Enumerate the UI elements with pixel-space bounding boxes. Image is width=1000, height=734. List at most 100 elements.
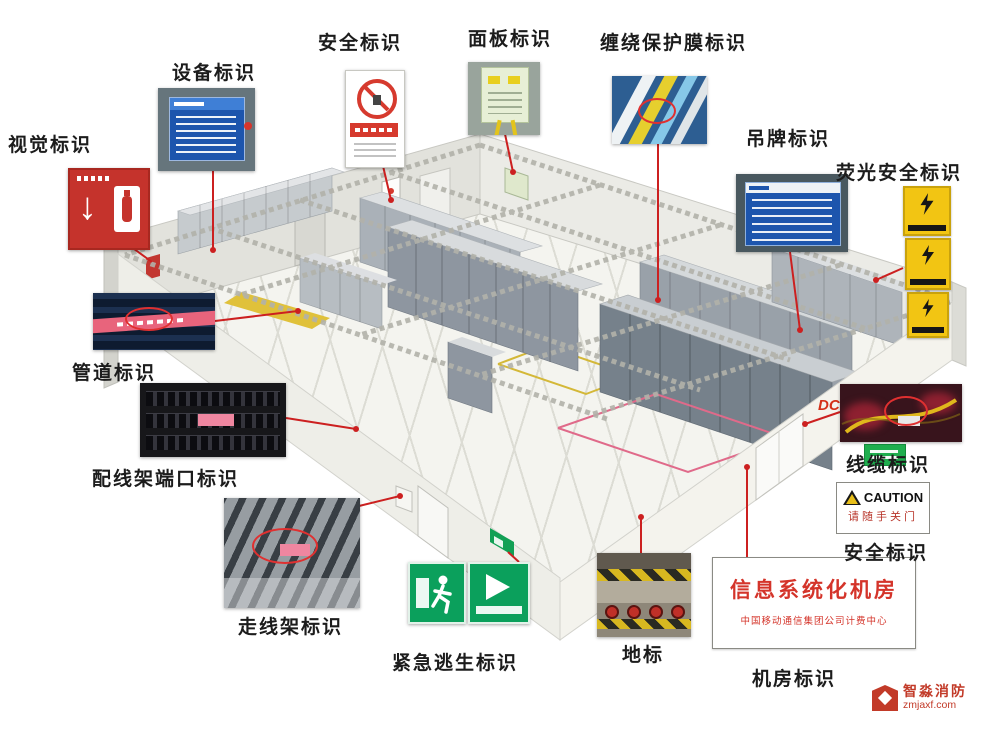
electric-warning-sign [907, 292, 949, 338]
tag-plaque [745, 182, 841, 246]
dc-logo-text: DC [818, 397, 841, 414]
front-left-wall [117, 253, 561, 641]
plaque-header [746, 183, 840, 193]
brand-name: 智淼消防 [903, 683, 967, 699]
red-highlight-ring [252, 528, 318, 564]
label-floor-marker: 地标 [622, 645, 665, 666]
label-visual: 视觉标识 [8, 135, 93, 156]
leader-line-group [129, 133, 904, 563]
white-arrow-icon [486, 574, 510, 600]
red-floor-dot [627, 605, 641, 619]
red-highlight-ring [638, 98, 676, 124]
patch-panel-row [146, 435, 280, 450]
panel-label-chip [488, 76, 500, 84]
red-highlight-ring [125, 307, 173, 331]
tag-sign-photo [736, 174, 848, 252]
brand-site: zmjaxf.com [903, 699, 957, 712]
plaque-logo [174, 102, 204, 106]
electric-warning-sign [903, 186, 951, 236]
red-floor-dot [605, 605, 619, 619]
visual-sign-photo: ↓ [68, 168, 150, 250]
tag-text-line [870, 456, 898, 459]
red-glow [920, 392, 956, 414]
leader-dot-group [210, 169, 879, 520]
panel-text-lines [488, 92, 522, 114]
label-safety-right: 安全标识 [844, 543, 929, 564]
hazard-stripe [597, 569, 691, 581]
sign-text-band [912, 327, 944, 333]
label-wrap-film: 缠绕保护膜标识 [600, 33, 748, 54]
machine-room-sign: 信息系统化机房 中国移动通信集团公司计费中心 [712, 557, 916, 649]
cable-label-photo [840, 384, 962, 442]
hazard-stripe [597, 619, 691, 629]
safety-sign-photo [345, 70, 405, 168]
brand-logo-icon [872, 684, 898, 711]
running-man-icon [416, 575, 452, 614]
plaque-text-lines [176, 116, 236, 154]
label-machine-room: 机房标识 [752, 669, 837, 690]
caution-header: CAUTION [837, 490, 929, 505]
exit-sign-arrow [468, 562, 530, 624]
caution-subtitle: 请随手关门 [848, 511, 918, 523]
panel-label-chip [508, 76, 520, 84]
prohibited-item-glyph [373, 95, 381, 105]
plaque-header [170, 98, 244, 110]
label-safety-top: 安全标识 [318, 33, 403, 54]
fluorescent-signs-strip [903, 186, 953, 338]
warning-triangle-icon [842, 490, 861, 505]
caution-sign: CAUTION 请随手关门 [836, 482, 930, 534]
label-emergency-escape: 紧急逃生标识 [392, 653, 519, 674]
label-panel: 面板标识 [468, 29, 553, 50]
panel-sign-photo [468, 62, 540, 135]
wall-panel-face [481, 67, 529, 123]
patch-panel-photo [140, 383, 286, 457]
sign-text-band [908, 225, 946, 231]
label-fluorescent-safety: 荧光安全标识 [836, 163, 963, 184]
equipment-sign-photo [158, 88, 255, 171]
extinguisher-nozzle [124, 190, 130, 196]
wrap-film-photo [612, 76, 707, 144]
tag-text-line [870, 450, 898, 453]
lightning-icon [922, 298, 934, 318]
watermark: 智淼消防 zmjaxf.com [872, 683, 967, 712]
patch-panel-row [146, 391, 280, 406]
label-pipe: 管道标识 [72, 363, 157, 384]
plaque-text-lines [752, 199, 832, 241]
wall-exit-sign [490, 528, 514, 556]
plaque-logo [749, 186, 769, 190]
red-highlight-ring [884, 396, 928, 426]
band-micro-text [355, 128, 393, 132]
caution-title: CAUTION [863, 490, 924, 505]
label-cable: 线缆标识 [846, 455, 931, 476]
server-rack-single [447, 337, 506, 414]
red-floor-dot [649, 605, 663, 619]
lightning-icon [920, 193, 934, 215]
down-arrow-icon: ↓ [78, 186, 97, 228]
equipment-plaque [169, 97, 245, 161]
green-cable-tag [864, 444, 906, 466]
server-rack-row-backwall [176, 167, 346, 255]
red-glow [844, 402, 886, 430]
pipe-label-photo [93, 293, 215, 350]
floor-marker-photo [597, 553, 691, 637]
red-floor-dot [671, 605, 685, 619]
label-cable-tray: 走线架标识 [238, 617, 344, 638]
exit-sign-running-man [408, 562, 466, 624]
sign-red-band [350, 123, 398, 137]
sign-text-band [910, 279, 946, 285]
prohibition-circle-icon [357, 79, 397, 119]
machine-room-sign-title: 信息系统化机房 [730, 579, 898, 602]
wall-panel [504, 167, 529, 201]
label-patch-panel-port: 配线架端口标识 [92, 469, 240, 490]
red-marker-dot [244, 122, 252, 130]
ceiling-cable-trays [124, 142, 951, 423]
port-label [198, 414, 234, 426]
electric-warning-sign [905, 238, 951, 290]
label-equipment: 设备标识 [172, 63, 257, 84]
machine-room-sign-subtitle: 中国移动通信集团公司计费中心 [740, 616, 888, 627]
floor-area [597, 581, 691, 603]
cable-tray-photo [224, 498, 360, 608]
tray-light-area [224, 578, 360, 608]
